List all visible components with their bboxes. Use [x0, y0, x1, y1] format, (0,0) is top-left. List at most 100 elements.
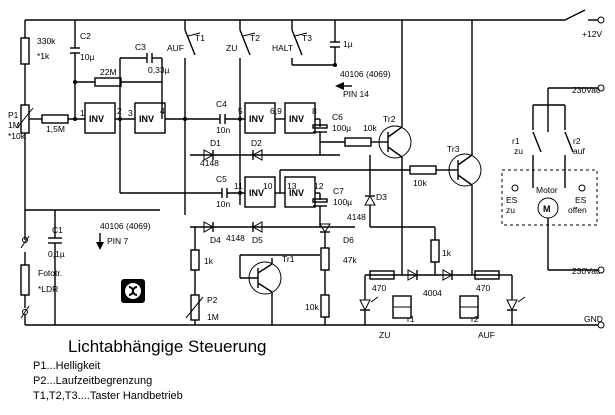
pin-12: 12 [314, 181, 324, 191]
d6-label: D6 [343, 235, 354, 245]
resistor-330k [20, 37, 30, 65]
t1-label: T1 [195, 33, 205, 43]
r330k-alt-label: *1k [37, 51, 50, 61]
r2-contact-sub: auf [573, 146, 585, 156]
pin14-label: PIN 14 [343, 89, 369, 99]
tr2-label: Tr2 [383, 114, 396, 124]
supply-rail [25, 9, 605, 24]
c5-val: 10n [216, 199, 230, 209]
inv1-label: INV [89, 114, 104, 124]
d1-type: 4148 [200, 158, 219, 168]
ic-pin14-label: 40106 (4069) [340, 69, 391, 79]
c5-label: C5 [216, 174, 227, 184]
inverter-6 [284, 176, 316, 208]
c7-label: C7 [333, 186, 344, 196]
inv5-label: INV [249, 188, 264, 198]
r2-contact-label: r2 [573, 136, 581, 146]
relay2-label: r2 [471, 314, 479, 324]
motor-symbol: M [543, 204, 551, 214]
mains-top-label: 230Vac [572, 85, 601, 95]
c6-val: 100µ [332, 123, 351, 133]
inv6-label: INV [289, 188, 304, 198]
cap-c7 [312, 198, 328, 203]
es-offen-label: offen [568, 205, 587, 215]
motor-label: Motor [536, 185, 558, 195]
r1k-b: 1k [442, 248, 452, 258]
r1m5-label: 1,5M [46, 124, 65, 134]
author-logo [121, 279, 145, 303]
pin7-label: PIN 7 [107, 236, 129, 246]
d2-label: D2 [251, 138, 262, 148]
pin-8: 8 [312, 106, 317, 116]
resistor-470-left [369, 270, 395, 280]
r1k-a: 1k [204, 256, 214, 266]
c2-val: 10µ [80, 52, 94, 62]
pin-10: 10 [263, 181, 273, 191]
r1-contact-label: r1 [512, 136, 520, 146]
c1-label: C1 [52, 225, 63, 235]
r47k-label: 47k [343, 255, 357, 265]
page-title: Lichtabhängige Steuerung [68, 337, 267, 356]
d5-label: D5 [252, 235, 263, 245]
relay1-label: r1 [407, 314, 415, 324]
c3-val: 0,33µ [148, 65, 170, 75]
legend-p2: P2...Laufzeitbegrenzung [33, 375, 152, 387]
t3-label: T3 [302, 33, 312, 43]
vcc-label: +12V [582, 29, 602, 39]
pin-3: 3 [128, 108, 133, 118]
resistor-1m5 [41, 114, 69, 124]
ldr-label: Fototr. [38, 268, 62, 278]
mains-bottom-label: 230Vac [572, 266, 601, 276]
p1-alt: *10k [8, 131, 26, 141]
d4-label: D4 [210, 235, 221, 245]
d3-type: 4148 [347, 212, 366, 222]
c4-label: C4 [216, 99, 227, 109]
resistor-10k-tr3 [409, 165, 437, 175]
r470-a: 470 [372, 283, 386, 293]
gnd-label: GND [584, 314, 603, 324]
pin-2: 2 [117, 106, 122, 116]
c2-label: C2 [80, 31, 91, 41]
c6-label: C6 [332, 112, 343, 122]
inv2-label: INV [139, 114, 154, 124]
ldr-sensor [20, 264, 30, 296]
resistor-47k [320, 247, 330, 271]
cap-c6 [312, 124, 328, 129]
p1-val: 1M [8, 120, 20, 130]
p2-val: 1M [207, 312, 219, 322]
pin-4: 4 [160, 106, 165, 116]
resistor-1k-right [430, 239, 440, 263]
resistor-10k-bottom [320, 294, 330, 318]
r1-contact-sub: zu [514, 146, 523, 156]
inverter-4 [284, 102, 316, 134]
inv4-label: INV [289, 114, 304, 124]
inv3-label: INV [249, 114, 264, 124]
ldr-alt-label: *LDR [38, 284, 58, 294]
c1u-label: 1µ [343, 39, 353, 49]
t2-sub: ZU [226, 43, 237, 53]
pin-13: 13 [287, 181, 297, 191]
r22m-label: 22M [100, 67, 117, 77]
inverter-3 [244, 102, 276, 134]
pin-6-9: 6,9 [270, 106, 282, 116]
d1-label: D1 [210, 138, 221, 148]
t1-sub: AUF [167, 43, 184, 53]
resistor-22m [94, 77, 122, 87]
es-right-label: ES [575, 195, 587, 205]
r330k-label: 330k [37, 36, 56, 46]
r470-b: 470 [476, 283, 490, 293]
transistor-tr2 [378, 125, 412, 159]
inverter-1 [84, 102, 116, 134]
c4-val: 10n [216, 125, 230, 135]
resistor-10k-tr2 [344, 137, 372, 147]
es-zu-label: zu [506, 205, 515, 215]
legend-p1: P1...Helligkeit [33, 360, 100, 372]
tr3-label: Tr3 [447, 144, 460, 154]
resistor-1k-left [190, 249, 200, 271]
p2-label: P2 [207, 295, 218, 305]
es-left-label: ES [506, 195, 518, 205]
d4-type: 4148 [226, 233, 245, 243]
ic-pin7-label: 40106 (4069) [100, 221, 151, 231]
pin-1: 1 [80, 108, 85, 118]
pin-11: 11 [234, 181, 243, 191]
